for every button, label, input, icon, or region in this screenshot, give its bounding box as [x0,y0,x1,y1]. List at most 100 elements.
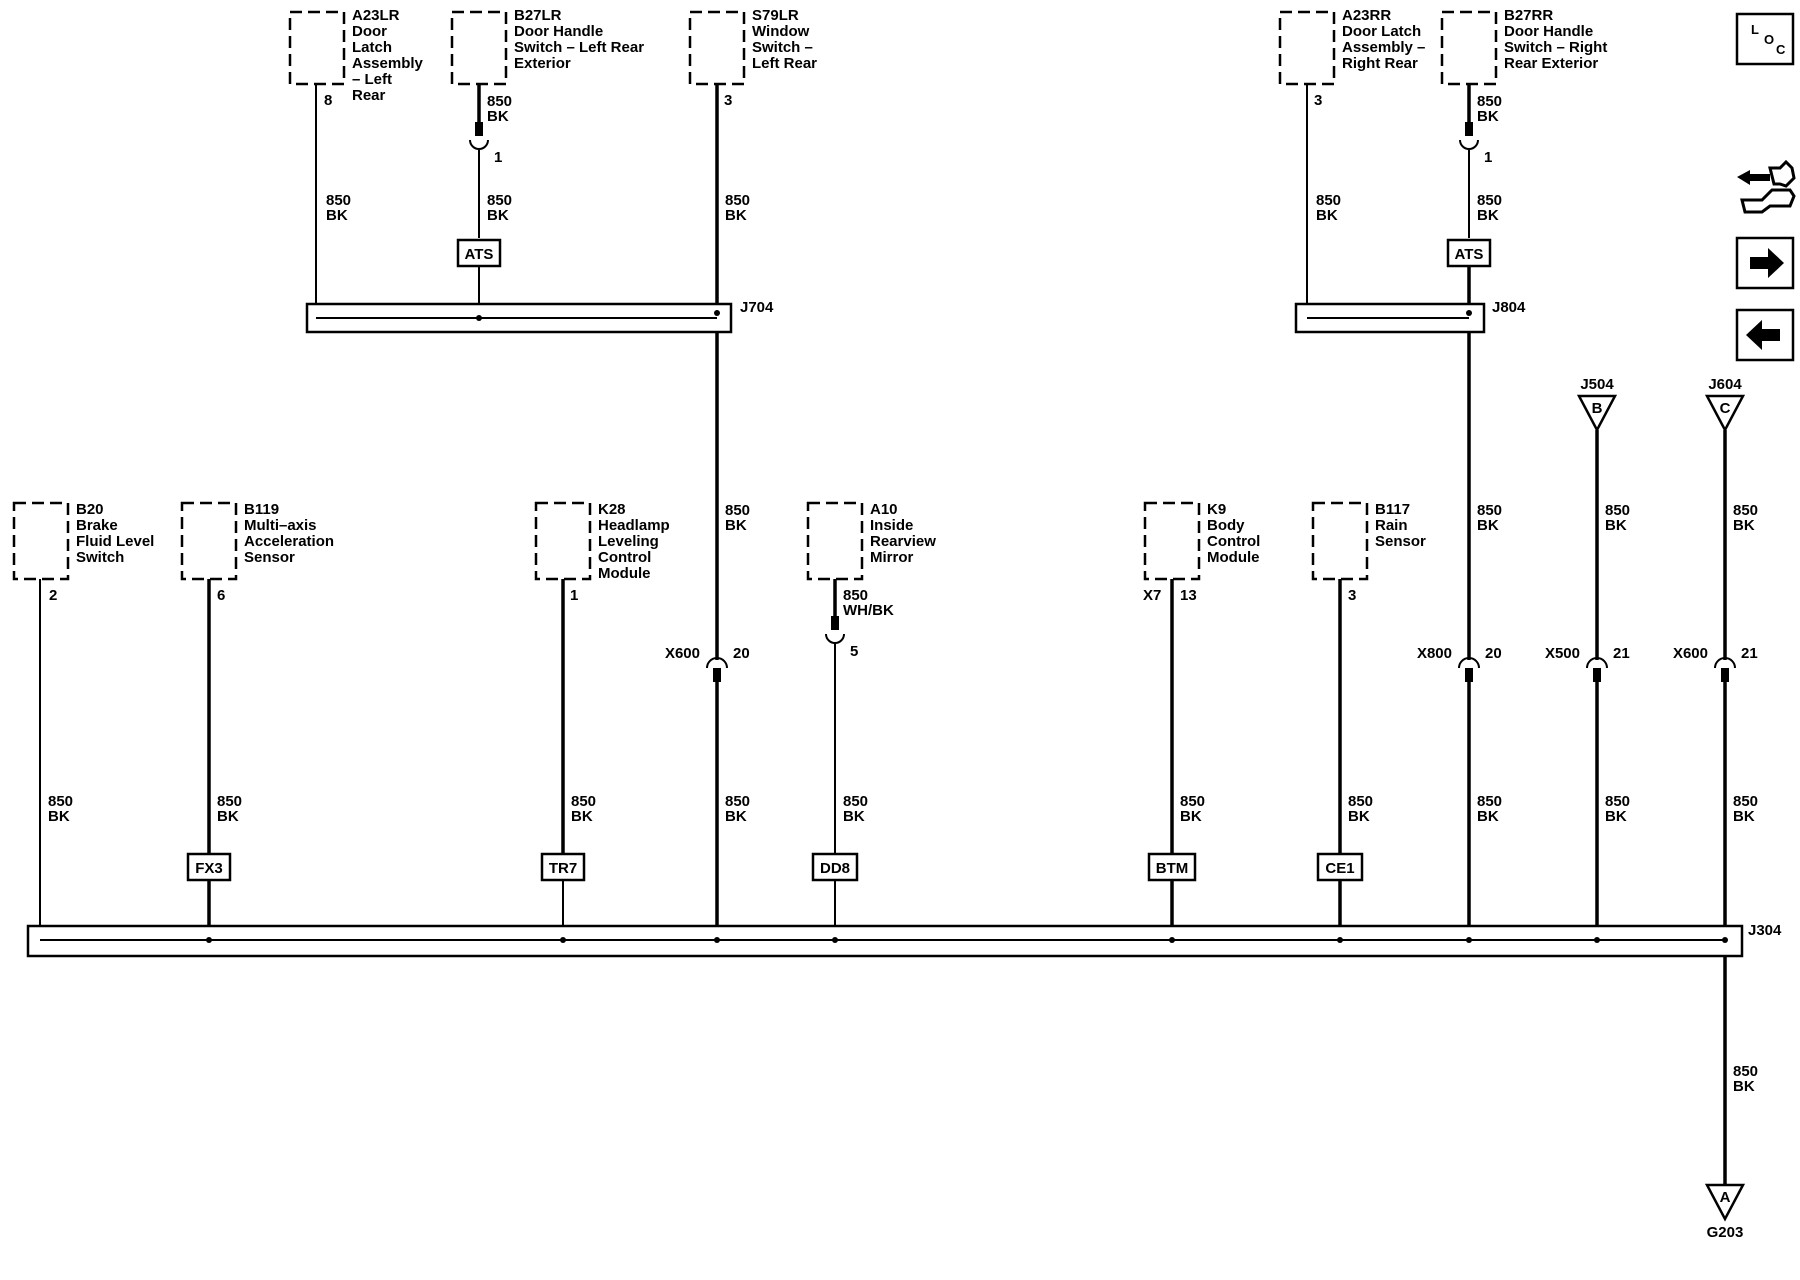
component-b20[interactable]: B20 Brake Fluid Level Switch 2 [12,501,154,604]
inline-connector-icon [1459,139,1479,150]
option-ce1[interactable]: CE1 [1316,852,1364,882]
component-b27rr-line: Rear Exterior [1504,55,1598,72]
wire-circuit-label: 850 [1348,793,1373,810]
connector-pin-icon [831,616,839,630]
wire-color-label: BK [487,108,509,125]
option-label: FX3 [195,860,223,877]
wire-color-label: BK [326,207,348,224]
component-a23rr[interactable]: A23RR Door Latch Assembly – Right Rear 3 [1278,7,1425,109]
component-a23rr-line: Assembly – [1342,39,1425,56]
wire-circuit-label: 850 [1477,192,1502,209]
option-tr7[interactable]: TR7 [540,852,586,882]
wire-circuit-label: 850 [487,93,512,110]
component-b20-line: Brake [76,517,118,534]
component-b117[interactable]: B117 Rain Sensor 3 [1311,501,1426,604]
wire-circuit-label: 850 [48,793,73,810]
wire-color-label: BK [1733,517,1755,534]
loc-letter: C [1776,42,1786,57]
component-b20-line: Switch [76,549,124,566]
pin-label: 3 [1314,92,1322,109]
ref-j604[interactable]: J604 C [1704,376,1746,433]
harness-button[interactable] [1737,159,1796,214]
component-s79lr-id: S79LR [752,7,799,24]
option-label: ATS [1455,246,1484,263]
previous-page-button[interactable] [1735,308,1795,362]
wire-color-label: BK [1605,517,1627,534]
option-btm[interactable]: BTM [1147,852,1197,882]
component-b27rr[interactable]: B27RR Door Handle Switch – Right Rear Ex… [1440,7,1607,86]
option-label: TR7 [549,860,577,877]
ref-name: J604 [1708,376,1742,393]
component-a10[interactable]: A10 Inside Rearview Mirror [806,501,936,581]
component-k28-line: Headlamp [598,517,670,534]
component-b27lr-line: Switch – Left Rear [514,39,644,56]
wire-circuit-label: 850 [1477,93,1502,110]
wire-circuit-label: 850 [1477,502,1502,519]
wire-color-label: BK [1733,808,1755,825]
inline-connector-x600-left[interactable]: X600 20 [665,645,750,682]
splice-label: J804 [1492,299,1526,316]
component-a23lr-line: Assembly [352,55,424,72]
next-page-button[interactable] [1735,236,1795,290]
pin-label: 1 [494,149,502,166]
pin-label: 1 [1484,149,1492,166]
component-locator-button[interactable]: L O C [1735,12,1795,66]
option-ats-left[interactable]: ATS [456,238,502,268]
wire-color-label: BK [217,808,239,825]
wire-circuit-label: 850 [1733,793,1758,810]
component-b117-id: B117 [1375,501,1410,518]
pin-label: 21 [1613,645,1630,662]
component-b119-id: B119 [244,501,279,518]
component-a10-line: Rearview [870,533,936,550]
component-s79lr-line: Switch – [752,39,813,56]
ref-letter: B [1592,400,1603,417]
inline-connector-x800[interactable]: X800 20 [1417,645,1502,682]
wire-circuit-label: 850 [571,793,596,810]
component-k9-line: Module [1207,549,1260,566]
wire-color-label: BK [487,207,509,224]
wire-color-label: BK [1477,207,1499,224]
component-k9[interactable]: K9 Body Control Module X7 13 [1143,501,1260,604]
next-arrow-icon [1750,248,1784,278]
pin-label: 21 [1741,645,1758,662]
wire-circuit-label: 850 [326,192,351,209]
wire-circuit-label: 850 [725,192,750,209]
component-b27lr[interactable]: B27LR Door Handle Switch – Left Rear Ext… [450,7,644,86]
wire-circuit-label: 850 [725,502,750,519]
component-a23lr-line: Door [352,23,387,40]
ref-j504[interactable]: J504 B [1576,376,1618,433]
component-a23lr[interactable]: A23LR Door Latch Assembly – Left Rear 8 [288,7,424,109]
splice-j304[interactable]: J304 [26,922,1782,958]
wire-color-label: BK [1316,207,1338,224]
component-a23lr-line: Latch [352,39,392,56]
component-k28-line: Control [598,549,651,566]
component-b119[interactable]: B119 Multi–axis Acceleration Sensor 6 [180,501,334,604]
wire-circuit-label: 850 [1733,1063,1758,1080]
splice-j704[interactable]: J704 [305,299,774,334]
option-fx3[interactable]: FX3 [186,852,232,882]
wire-color-label: BK [1605,808,1627,825]
ground-g203[interactable]: A G203 [1704,1183,1746,1241]
inline-connector-x500[interactable]: X500 21 [1545,645,1630,682]
component-k28[interactable]: K28 Headlamp Leveling Control Module 1 [534,501,670,604]
component-s79lr-line: Left Rear [752,55,817,72]
inline-connector-x600-right[interactable]: X600 21 [1673,645,1758,682]
component-s79lr[interactable]: S79LR Window Switch – Left Rear 3 [688,7,817,109]
pin-label: 6 [217,587,225,604]
wire-circuit-label: 850 [487,192,512,209]
ref-letter: C [1720,400,1731,417]
wire-circuit-label: 850 [725,793,750,810]
component-b119-line: Multi–axis [244,517,317,534]
wire-color-label: BK [1180,808,1202,825]
pin-label: 13 [1180,587,1197,604]
option-dd8[interactable]: DD8 [811,852,859,882]
wire-circuit-label: 850 [843,587,868,604]
wire-color-label: BK [571,808,593,825]
wire-circuit-label: 850 [1316,192,1341,209]
option-ats-right[interactable]: ATS [1446,238,1492,268]
component-b27rr-line: Door Handle [1504,23,1593,40]
connector-label: X800 [1417,645,1452,662]
wire-color-label: BK [1477,108,1499,125]
splice-j804[interactable]: J804 [1294,299,1526,334]
